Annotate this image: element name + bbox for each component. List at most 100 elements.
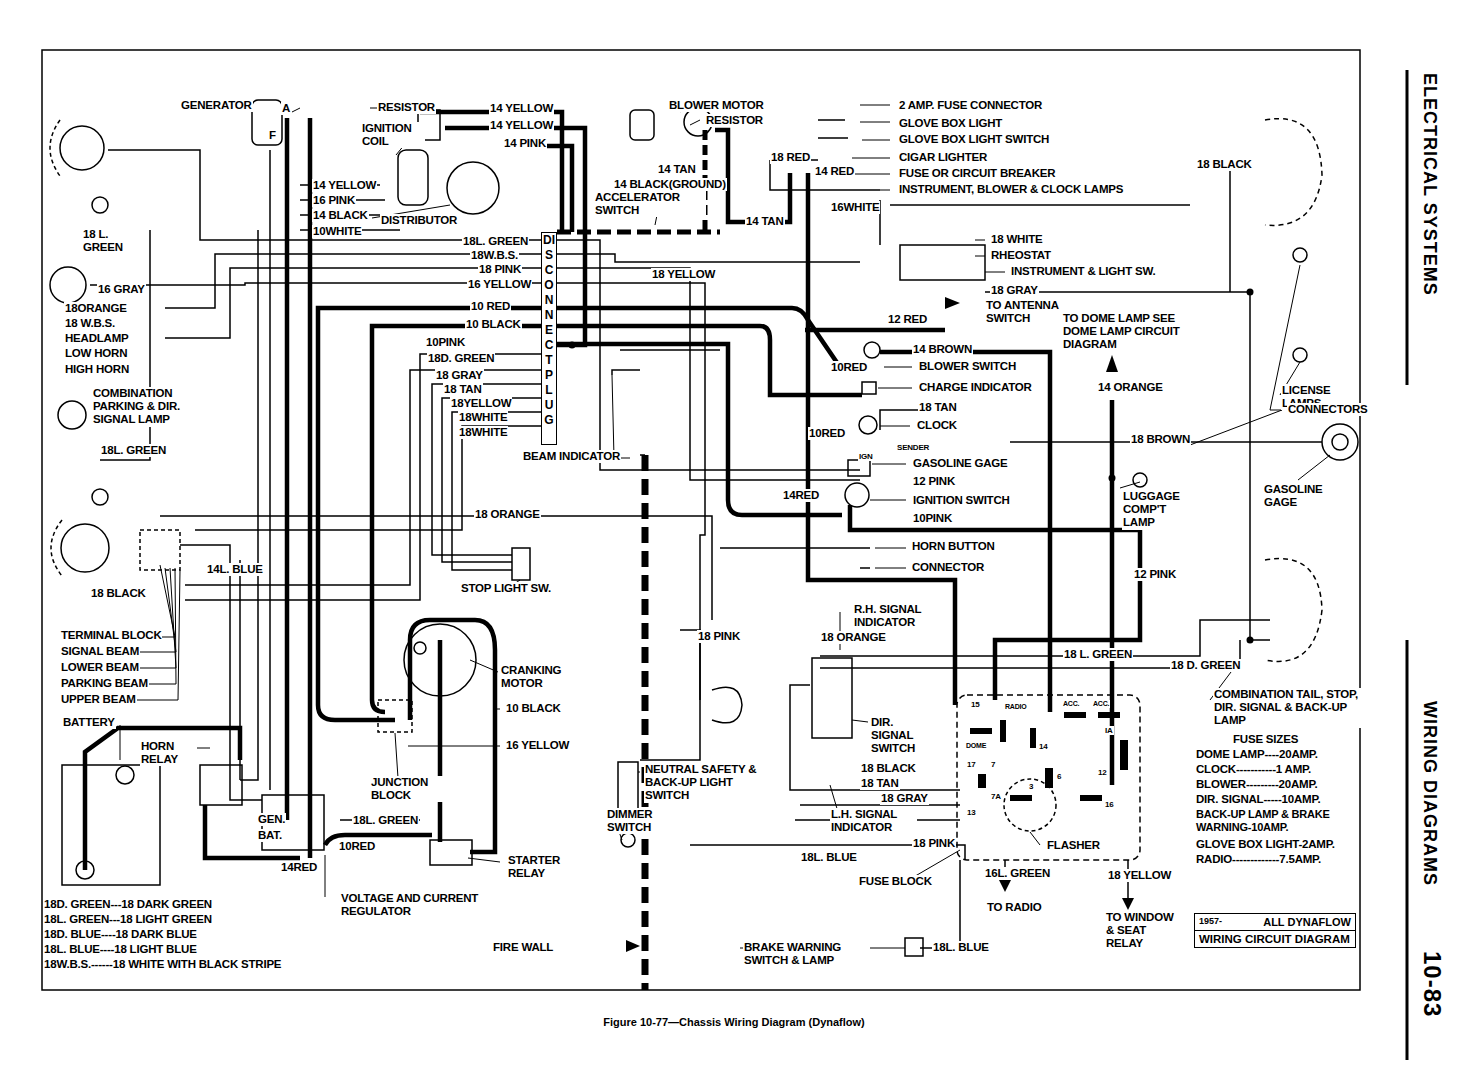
wire xyxy=(808,173,955,705)
wire-label: STOP LIGHT SW. xyxy=(460,582,552,595)
component-outline xyxy=(398,150,428,205)
wire-label: RADIO-------------7.5AMP. xyxy=(1195,853,1322,866)
wire xyxy=(557,308,866,370)
wire xyxy=(720,548,870,568)
wire-label: HORN RELAY xyxy=(140,740,197,766)
wire-label: DIMMER SWITCH xyxy=(606,808,670,834)
wire xyxy=(505,375,630,590)
wire-label: IGNITION SWITCH xyxy=(912,494,1011,507)
component-outline xyxy=(378,700,412,732)
lamp-symbol xyxy=(1109,475,1116,482)
component-outline xyxy=(62,765,160,885)
wire-label: TO RADIO xyxy=(986,901,1042,914)
wire-label: RHEOSTAT xyxy=(990,249,1052,262)
wire xyxy=(325,612,868,897)
component-outline xyxy=(978,774,986,788)
wire-label: FIRE WALL xyxy=(492,941,554,954)
wire-label: 16WHITE xyxy=(830,201,880,214)
wire-label: 18ORANGE xyxy=(64,302,128,315)
wire-label: 18 GRAY xyxy=(990,284,1039,297)
wire-label: HEADLAMP xyxy=(64,332,130,345)
component-outline xyxy=(905,938,923,956)
wire-label: CLOCK xyxy=(916,419,958,432)
page-heading: ELECTRICAL SYSTEMS xyxy=(1419,72,1440,297)
wire xyxy=(985,292,1270,640)
wire-label: L.H. SIGNAL INDICATOR xyxy=(830,808,917,834)
wire-label: LOWER BEAM xyxy=(60,661,140,674)
wire-label: 16L. GREEN xyxy=(984,867,1051,880)
wire-label: 14 PINK xyxy=(503,137,547,150)
wire-label: 14 RED xyxy=(814,165,855,178)
wire-label: BACK-UP LAMP & BRAKE WARNING-10AMP. xyxy=(1195,808,1357,833)
wire xyxy=(642,455,649,990)
wire-label: 16 GRAY xyxy=(97,283,146,296)
component-outline xyxy=(1098,712,1120,718)
wire-label: FLASHER xyxy=(1046,839,1101,852)
wire-label: RESISTOR xyxy=(705,114,764,127)
wire xyxy=(1122,898,1134,910)
wire xyxy=(852,105,890,190)
component-outline xyxy=(862,382,876,394)
wire xyxy=(452,412,541,570)
wire-label: LUGGAGE COMP'T LAMP xyxy=(1122,490,1196,530)
wire-label: 14RED xyxy=(782,489,820,502)
wire-label: 18 GRAY xyxy=(880,792,929,805)
component-outline xyxy=(900,245,985,280)
lamp-symbol xyxy=(404,624,476,696)
lamp-symbol xyxy=(414,642,426,654)
lamp-symbol xyxy=(116,766,134,784)
wire xyxy=(1229,170,1231,292)
wire-label: 18 PINK xyxy=(697,630,741,643)
wire-label: 15 xyxy=(970,700,981,709)
wire-label: 18 RED xyxy=(770,151,811,164)
wire-label: 18 D. GREEN xyxy=(1170,659,1241,672)
title-text: WIRING CIRCUIT DIAGRAM xyxy=(1199,933,1350,945)
wire-label: 18 PINK xyxy=(912,837,956,850)
wire-group xyxy=(42,50,1407,1060)
wire xyxy=(410,620,495,852)
wire-label: 7A xyxy=(990,792,1002,801)
wire-label: BAT. xyxy=(257,829,283,842)
wire-label: 14 TAN xyxy=(745,215,785,228)
plug-text: DISCONNECT PLUG xyxy=(543,233,555,428)
disconnect-plug: DISCONNECT PLUG xyxy=(541,232,557,445)
lamp-symbol xyxy=(621,833,635,847)
wire xyxy=(165,268,541,338)
component-outline xyxy=(140,530,180,570)
wire xyxy=(805,328,945,333)
wire-label: IGNITION COIL xyxy=(361,122,425,148)
wire-label: TO ANTENNA SWITCH xyxy=(985,299,1067,325)
wire xyxy=(85,728,240,870)
wire-label: BRAKE WARNING SWITCH & LAMP xyxy=(743,941,870,967)
wire-label: R.H. SIGNAL INDICATOR xyxy=(853,603,943,629)
wire-label: 14 YELLOW xyxy=(312,179,377,192)
lamp-symbol xyxy=(1247,289,1254,296)
component-outline xyxy=(42,50,1360,990)
wire-label: 18L. GREEN xyxy=(352,814,419,827)
wire-label: 18 GRAY xyxy=(435,369,484,382)
wire-label: CONNECTORS xyxy=(1287,403,1369,416)
wire xyxy=(557,240,860,470)
wire-label: 18 YELLOW xyxy=(1107,869,1172,882)
wire xyxy=(51,520,62,576)
wire-label: VOLTAGE AND CURRENT REGULATOR xyxy=(340,892,517,918)
wire-label: DOME xyxy=(965,742,987,750)
wire-label: 18 TAN xyxy=(443,383,483,396)
wire-label: GEN. xyxy=(257,813,286,826)
wire xyxy=(1265,559,1322,662)
wire xyxy=(240,230,258,780)
component-outline xyxy=(1120,740,1128,770)
wire-label: 12 xyxy=(1097,768,1108,777)
wire-label: INSTRUMENT & LIGHT SW. xyxy=(1010,265,1156,278)
wire-label: BLOWER SWITCH xyxy=(918,360,1017,373)
wire-label: ACCELERATOR SWITCH xyxy=(594,191,706,217)
lamp-symbol xyxy=(569,342,576,349)
wire-label: 18 YELLOW xyxy=(651,268,716,281)
wire xyxy=(640,630,700,760)
lamp-symbol xyxy=(1293,348,1307,362)
lamp-symbol xyxy=(92,197,108,213)
wire xyxy=(50,120,60,176)
wire xyxy=(557,326,862,395)
lamp-symbol xyxy=(58,401,86,429)
wire xyxy=(870,367,912,568)
